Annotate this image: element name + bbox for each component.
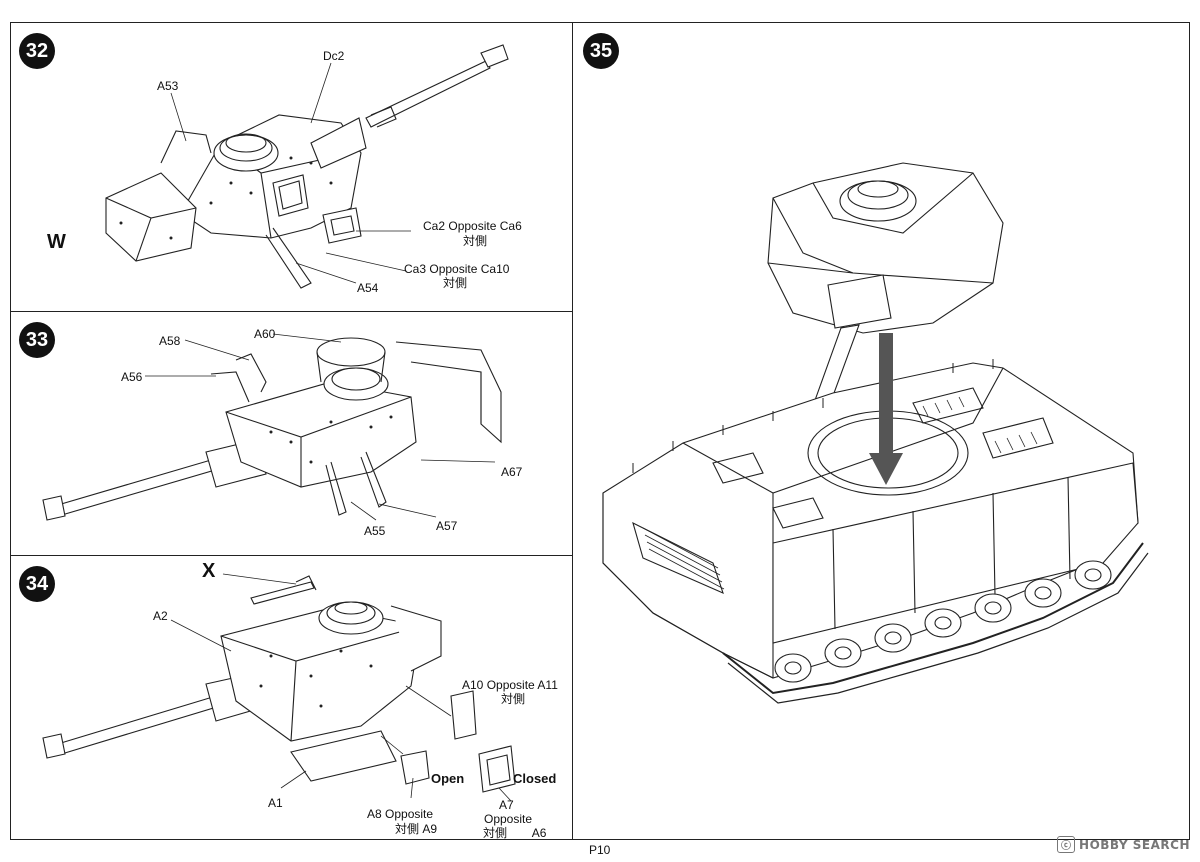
a6-code: A6 bbox=[531, 826, 547, 840]
step-32-panel: 32 bbox=[10, 22, 573, 312]
a8-code: A8 bbox=[367, 807, 382, 821]
marker-x: X bbox=[202, 560, 216, 582]
a11-code: A11 bbox=[537, 678, 558, 692]
step-number-badge: 34 bbox=[19, 566, 55, 602]
assembly-arrow bbox=[869, 333, 903, 485]
part-label-a2: A2 bbox=[153, 609, 168, 623]
watermark-text: HOBBY SEARCH bbox=[1079, 837, 1190, 852]
step-34-panel: 34 bbox=[10, 555, 573, 840]
part-label-ca3: Ca3 Opposite Ca10 bbox=[404, 262, 509, 276]
a9-code: A9 bbox=[422, 822, 438, 836]
ca10-code: Ca10 bbox=[480, 262, 510, 276]
part-label-a58: A58 bbox=[159, 334, 181, 348]
ca6-code: Ca6 bbox=[499, 219, 522, 233]
marker-w: W bbox=[47, 231, 66, 253]
ca3-opposite-text: Opposite bbox=[429, 262, 478, 276]
watermark-logo-icon: ⓒ bbox=[1057, 836, 1076, 853]
ca2-opposite-text: Opposite bbox=[448, 219, 497, 233]
page-number: P10 bbox=[589, 843, 611, 857]
step-33-panel: 33 bbox=[10, 311, 573, 556]
watermark: ⓒ HOBBY SEARCH bbox=[1057, 836, 1190, 853]
part-label-a57: A57 bbox=[436, 519, 458, 533]
part-label-a1: A1 bbox=[268, 796, 283, 810]
a10-opposite-text: Opposite bbox=[486, 678, 535, 692]
ca3-code: Ca3 bbox=[404, 262, 427, 276]
turret-drawing-step-32 bbox=[105, 44, 509, 289]
part-label-a8-jp: 対側 A9 bbox=[395, 822, 437, 836]
part-label-a7-opposite: Opposite bbox=[484, 812, 533, 826]
part-label-a7: A7 bbox=[499, 798, 514, 812]
turret-drawing-step-34 bbox=[42, 573, 516, 802]
part-label-a54: A54 bbox=[357, 281, 379, 295]
part-label-a7-jp: 対側 A6 bbox=[483, 826, 547, 840]
part-label-ca3-jp: 対側 bbox=[443, 276, 468, 290]
part-label-a10-jp: 対側 bbox=[501, 692, 526, 706]
ca2-code: Ca2 bbox=[423, 219, 446, 233]
a7-jp-text: 対側 bbox=[483, 826, 508, 840]
part-label-ca2: Ca2 Opposite Ca6 bbox=[423, 219, 522, 233]
part-label-ca2-jp: 対側 bbox=[463, 234, 488, 248]
part-label-a55: A55 bbox=[364, 524, 386, 538]
part-label-a60: A60 bbox=[254, 327, 276, 341]
step-number-badge: 35 bbox=[583, 33, 619, 69]
a10-code: A10 bbox=[462, 678, 484, 692]
step-number-badge: 32 bbox=[19, 33, 55, 69]
part-label-a53: A53 bbox=[157, 79, 179, 93]
step-35-panel: 35 bbox=[572, 22, 1190, 840]
door-state-closed: Closed bbox=[513, 771, 557, 786]
a8-opposite-text: Opposite bbox=[385, 807, 434, 821]
turret-drawing-step-33 bbox=[42, 333, 502, 521]
part-label-a56: A56 bbox=[121, 370, 143, 384]
part-label-a67: A67 bbox=[501, 465, 523, 479]
a8-jp-text: 対側 bbox=[395, 822, 420, 836]
tank-assembly-drawing bbox=[602, 162, 1149, 704]
step-number-badge: 33 bbox=[19, 322, 55, 358]
door-state-open: Open bbox=[431, 771, 465, 786]
part-label-a10: A10 Opposite A11 bbox=[462, 678, 558, 692]
part-label-a8: A8 Opposite bbox=[367, 807, 433, 821]
part-label-dc2: Dc2 bbox=[323, 49, 345, 63]
